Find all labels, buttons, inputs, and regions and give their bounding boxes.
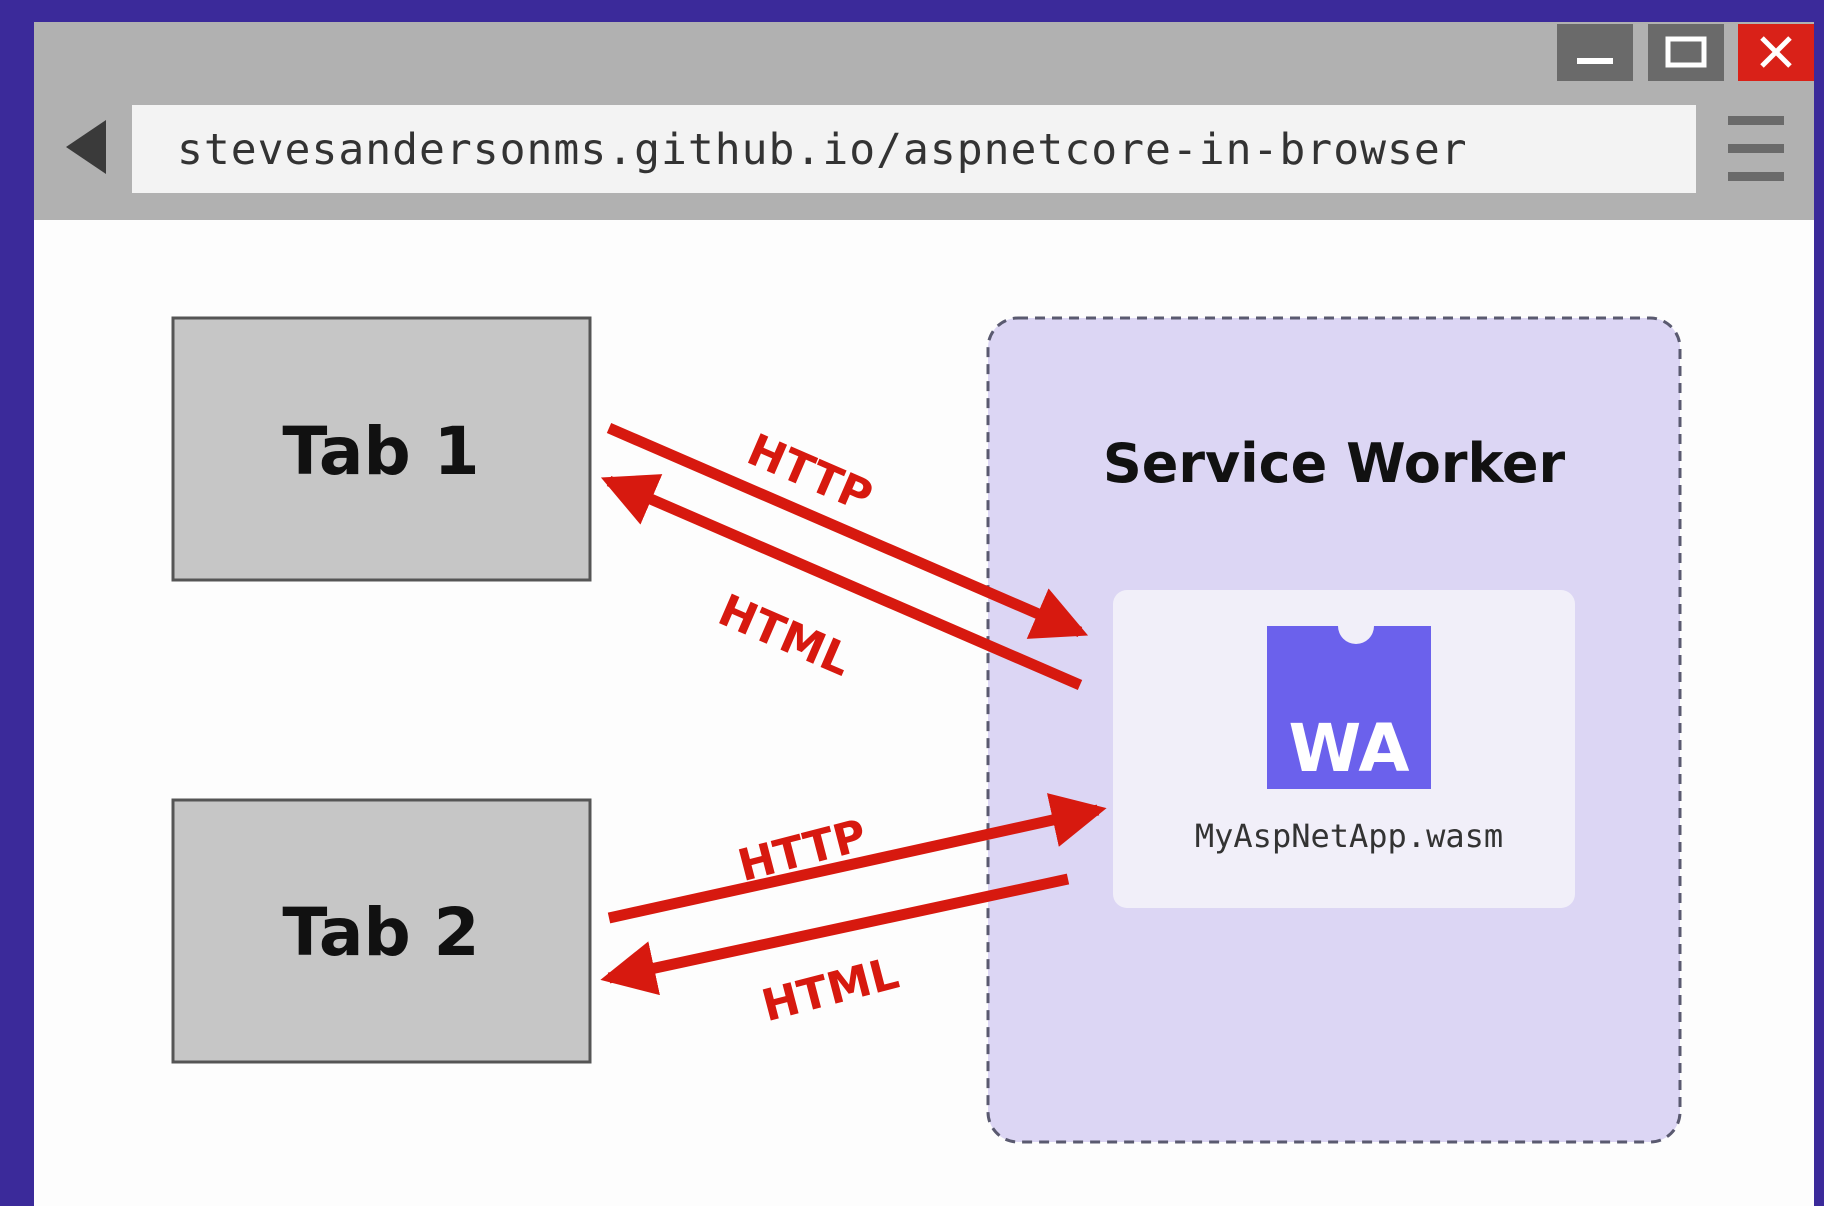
- tab2-box: [171, 798, 592, 1064]
- browser-toolbar: stevesandersonms.github.io/aspnetcore-in…: [34, 22, 1814, 220]
- browser-window: stevesandersonms.github.io/aspnetcore-in…: [34, 22, 1814, 1206]
- tab2-label: Tab 2: [282, 894, 479, 971]
- tab1-label: Tab 1: [282, 413, 479, 490]
- maximize-icon: [1665, 36, 1707, 68]
- back-button[interactable]: [64, 118, 112, 178]
- tab1-response-arrow: [600, 474, 1083, 691]
- close-button[interactable]: [1738, 24, 1814, 81]
- maximize-button[interactable]: [1648, 24, 1724, 81]
- hamburger-menu-icon: [1728, 116, 1784, 125]
- tab1-box: [171, 316, 592, 582]
- hamburger-menu-icon-bar: [1728, 172, 1784, 181]
- tab2-html-label: HTML: [757, 948, 904, 1032]
- menu-button[interactable]: [1728, 112, 1788, 188]
- close-icon: [1760, 36, 1792, 68]
- tab1-html-label: HTML: [711, 585, 859, 687]
- wasm-logo-text: WA: [1289, 710, 1410, 787]
- minimize-icon: [1577, 58, 1613, 64]
- tab1-http-label: HTTP: [740, 424, 880, 522]
- hamburger-menu-icon-bar: [1728, 144, 1784, 153]
- tab1-request-arrow: [606, 422, 1089, 639]
- architecture-diagram: Tab 1 Tab 2 Service Worker WA MyAspNetAp…: [171, 316, 1682, 1144]
- service-worker-title: Service Worker: [1103, 432, 1566, 495]
- address-bar[interactable]: stevesandersonms.github.io/aspnetcore-in…: [132, 105, 1696, 193]
- tab2-response-arrow: [600, 873, 1070, 996]
- back-arrow-icon: [66, 120, 106, 174]
- webassembly-logo-icon: WA: [1267, 626, 1431, 789]
- tab2-request-arrow: [607, 793, 1107, 924]
- minimize-button[interactable]: [1557, 24, 1633, 81]
- address-text: stevesandersonms.github.io/aspnetcore-in…: [177, 125, 1468, 175]
- wasm-filename: MyAspNetApp.wasm: [1195, 817, 1503, 855]
